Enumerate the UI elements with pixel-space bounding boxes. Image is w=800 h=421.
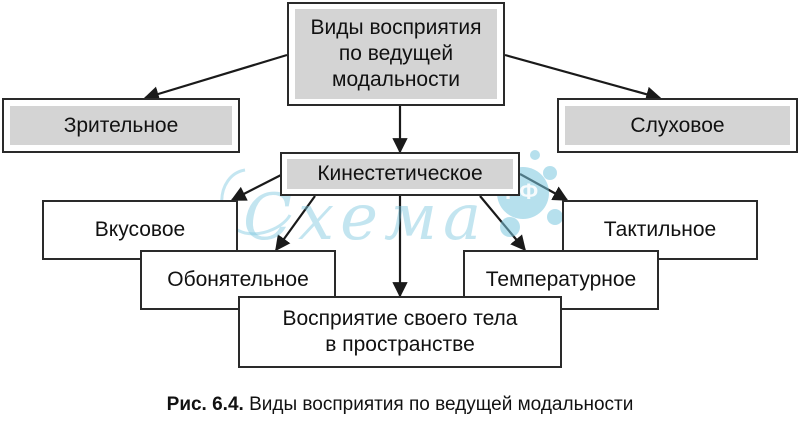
node-temperature-fill: Температурное <box>465 252 657 308</box>
figure-caption-prefix: Рис. 6.4. <box>166 394 244 415</box>
node-kinesthetic: Кинестетическое <box>280 152 520 196</box>
node-visual-label: Зрительное <box>63 113 179 137</box>
arrow-kin-to-smell <box>275 195 316 252</box>
node-body-fill: Восприятие своего тела в пространстве <box>240 298 560 366</box>
arrow-root-to-visual <box>143 53 288 102</box>
node-kinesthetic-label: Кинестетическое <box>317 162 483 185</box>
node-smell-fill: Обонятельное <box>142 252 334 308</box>
node-root-text: Виды восприятия по ведущей модальности <box>311 15 482 93</box>
node-tactile-fill: Тактильное <box>564 202 756 258</box>
node-auditory: Слуховое <box>557 98 798 153</box>
node-tactile: Тактильное <box>562 200 758 260</box>
node-taste-fill: Вкусовое <box>44 202 236 258</box>
figure-caption-text: Виды восприятия по ведущей модальности <box>249 394 634 415</box>
arrow-kin-to-taste <box>230 173 284 201</box>
node-root-fill: Виды восприятия по ведущей модальности <box>295 9 497 99</box>
node-body: Восприятие своего тела в пространстве <box>238 296 562 368</box>
node-body-text: Восприятие своего тела в пространстве <box>283 306 518 358</box>
node-tactile-label: Тактильное <box>603 218 717 241</box>
node-kinesthetic-fill: Кинестетическое <box>287 159 513 189</box>
node-root-line-3: модальности <box>332 68 460 91</box>
node-temperature-label: Температурное <box>485 268 637 291</box>
node-root-line-1: Виды восприятия <box>310 16 482 39</box>
node-visual-fill: Зрительное <box>10 106 232 145</box>
arrow-kin-to-temperature <box>479 195 526 252</box>
arrow-kin-to-tactile <box>519 173 569 201</box>
node-visual: Зрительное <box>2 98 240 153</box>
node-taste-label: Вкусовое <box>94 218 186 241</box>
node-auditory-label: Слуховое <box>630 113 725 137</box>
node-root: Виды восприятия по ведущей модальности <box>287 2 505 106</box>
node-smell-label: Обонятельное <box>167 268 309 291</box>
figure-caption: Рис. 6.4. Виды восприятия по ведущей мод… <box>0 393 800 417</box>
node-body-line-1: Восприятие своего тела <box>282 307 518 330</box>
arrow-root-to-auditory <box>504 53 662 102</box>
node-auditory-fill: Слуховое <box>565 106 790 145</box>
node-body-line-2: в пространстве <box>325 333 475 356</box>
node-root-line-2: по ведущей <box>338 42 454 65</box>
